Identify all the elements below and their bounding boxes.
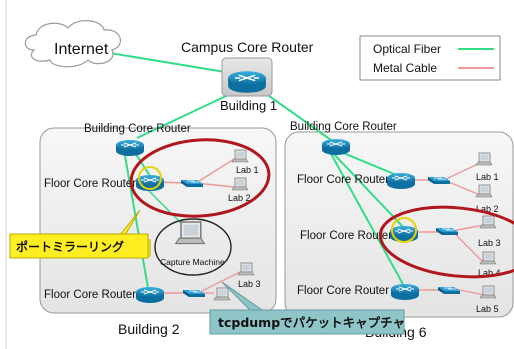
- internet-label: Internet: [54, 41, 109, 58]
- building6-floor2-router-icon: [389, 225, 419, 243]
- building6-lab1-label: Lab 1: [476, 172, 499, 182]
- legend-box: [359, 35, 501, 81]
- building2-lab2-label: Lab 2: [228, 193, 251, 203]
- building2-lab1-label: Lab 1: [236, 165, 259, 175]
- building2-floor2-router-icon: [135, 286, 165, 304]
- mirror-port-ring-b6: [391, 217, 417, 243]
- building6-core-label: Building Core Router: [290, 121, 397, 133]
- building6-floor3-label: Floor Core Router: [297, 285, 389, 297]
- building2-name: Building 2: [118, 321, 180, 337]
- building6-floor3-router-icon: [390, 283, 420, 301]
- building6-floor2-label: Floor Core Router: [300, 230, 392, 242]
- legend-label-fiber: Optical Fiber: [373, 42, 441, 56]
- building6-lab5-label: Lab 5: [476, 304, 499, 314]
- building2-floor2-label: Floor Core Router: [44, 289, 136, 301]
- building6-floor1-router-icon: [386, 172, 416, 190]
- mirror-highlight-b2: [129, 138, 271, 218]
- capture-link: [147, 189, 187, 229]
- campus-core-router-icon: [227, 70, 267, 94]
- building6-floor1-label: Floor Core Router: [297, 174, 389, 186]
- building6-lab4-label: Lab 4: [478, 268, 501, 278]
- building6-core-router-icon: [321, 138, 351, 156]
- legend-label-metal: Metal Cable: [373, 61, 437, 75]
- building6-lab3-label: Lab 3: [478, 238, 501, 248]
- building2-floor1-label: Floor Core Router: [44, 178, 136, 190]
- campus-core-label: Campus Core Router: [181, 39, 314, 55]
- building1-label: Building 1: [220, 98, 277, 113]
- building2-lab3-label: Lab 3: [238, 279, 261, 289]
- building2-core-router-icon: [115, 139, 145, 157]
- mirroring-callout: [9, 233, 149, 259]
- building6-lab2-label: Lab 2: [476, 204, 499, 214]
- capture-machine-label: Capture Machine: [160, 257, 225, 267]
- tcpdump-callout-text: tcpdumpでパケットキャプチャ: [218, 315, 405, 330]
- mirroring-callout-text: ポートミラーリング: [16, 239, 124, 254]
- building2-core-label: Building Core Router: [84, 123, 191, 135]
- mirror-highlight-b6: [378, 205, 514, 279]
- tcpdump-callout: [209, 309, 405, 335]
- internet-cloud: [24, 20, 121, 68]
- mirror-port-ring: [138, 166, 162, 190]
- capture-machine-ring: [154, 218, 232, 276]
